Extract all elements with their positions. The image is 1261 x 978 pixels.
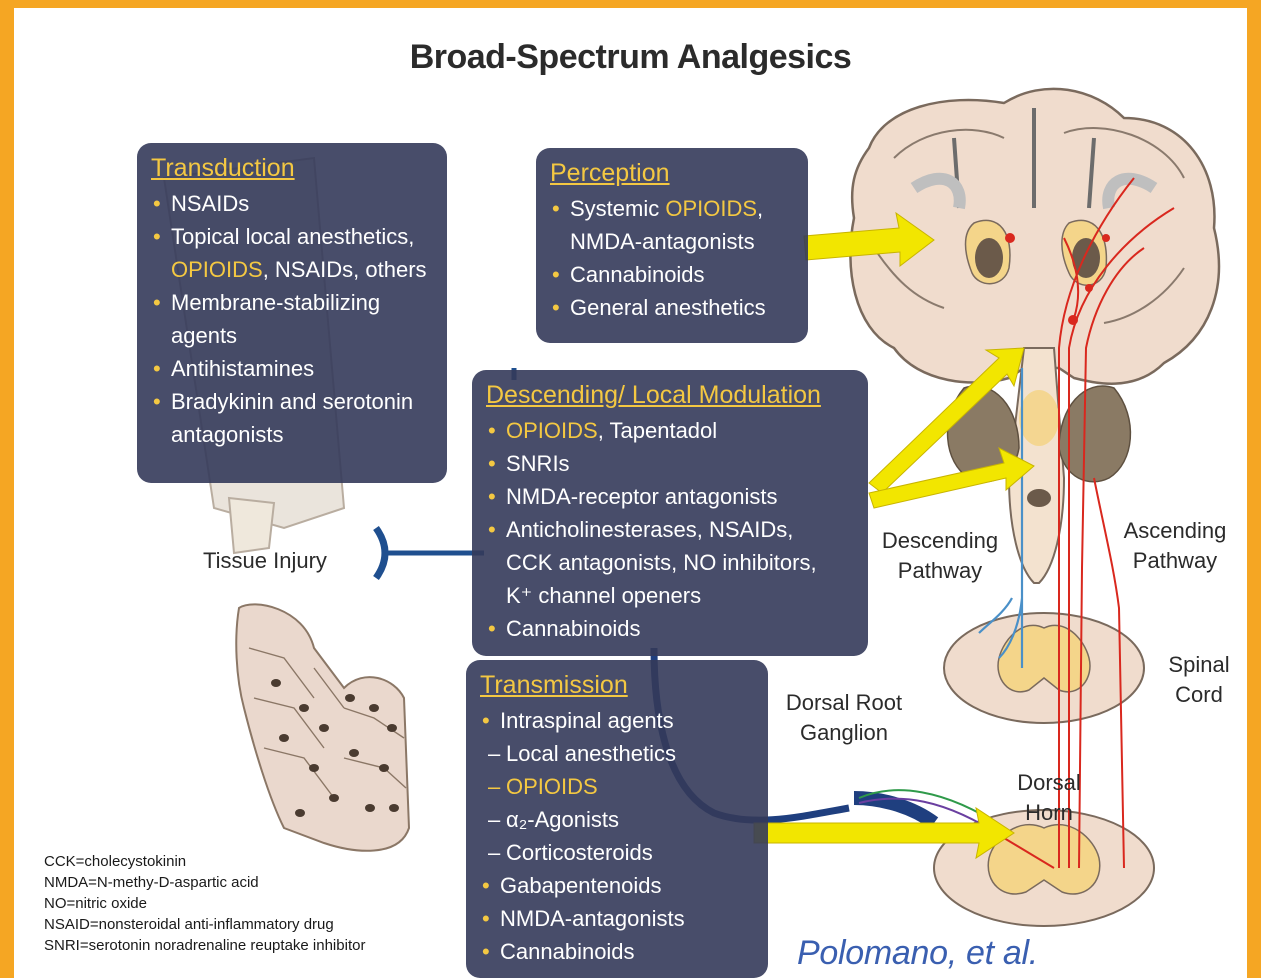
- item-text: ,: [757, 196, 763, 221]
- drg-label-line2: Ganglion: [779, 718, 909, 748]
- legend-item: NSAID=nonsteroidal anti-inflammatory dru…: [44, 914, 365, 935]
- transmission-list: Intraspinal agentsLocal anestheticsOPIOI…: [480, 704, 754, 968]
- item-text: Systemic: [570, 196, 665, 221]
- list-item: antagonists: [151, 418, 433, 451]
- list-item: agents: [151, 319, 433, 352]
- list-item: CCK antagonists, NO inhibitors,: [486, 546, 854, 579]
- list-item: SNRIs: [486, 447, 854, 480]
- list-item: Cannabinoids: [480, 935, 754, 968]
- list-item: K⁺ channel openers: [486, 579, 854, 612]
- ascending-label-line1: Ascending: [1110, 516, 1240, 546]
- perception-list: Systemic OPIOIDS,NMDA-antagonistsCannabi…: [550, 192, 794, 324]
- modulation-list: OPIOIDS, TapentadolSNRIsNMDA-receptor an…: [486, 414, 854, 645]
- list-item: General anesthetics: [550, 291, 794, 324]
- descending-label-line2: Pathway: [870, 556, 1010, 586]
- item-text: Local anesthetics: [506, 741, 676, 766]
- item-text: NMDA-antagonists: [570, 229, 755, 254]
- perception-heading: Perception: [550, 156, 794, 190]
- dorsal-root-ganglion-label: Dorsal Root Ganglion: [779, 688, 909, 748]
- item-text: SNRIs: [506, 451, 570, 476]
- horn-label-line1: Dorsal: [1004, 768, 1094, 798]
- horn-label-line2: Horn: [1004, 798, 1094, 828]
- list-item: OPIOIDS, NSAIDs, others: [151, 253, 433, 286]
- item-text: NMDA-antagonists: [500, 906, 685, 931]
- item-text: Antihistamines: [171, 356, 314, 381]
- list-item: Gabapentenoids: [480, 869, 754, 902]
- legend-item: CCK=cholecystokinin: [44, 851, 365, 872]
- abbreviation-legend: CCK=cholecystokinin NMDA=N-methy-D-aspar…: [44, 851, 365, 956]
- perception-box: Perception Systemic OPIOIDS,NMDA-antagon…: [536, 148, 808, 343]
- tissue-injury-label: Tissue Injury: [190, 546, 340, 576]
- dorsal-horn-label: Dorsal Horn: [1004, 768, 1094, 828]
- list-item: Local anesthetics: [480, 737, 754, 770]
- descending-pathway-label: Descending Pathway: [870, 526, 1010, 586]
- list-item: OPIOIDS, Tapentadol: [486, 414, 854, 447]
- legend-item: NMDA=N-methy-D-aspartic acid: [44, 872, 365, 893]
- item-text: NSAIDs: [171, 191, 249, 216]
- item-text: Cannabinoids: [500, 939, 635, 964]
- spinal-cord-label: Spinal Cord: [1159, 650, 1239, 710]
- highlight-term: OPIOIDS: [171, 257, 263, 282]
- legend-item: NO=nitric oxide: [44, 893, 365, 914]
- item-text: Cannabinoids: [506, 616, 641, 641]
- highlight-term: OPIOIDS: [665, 196, 757, 221]
- list-item: Corticosteroids: [480, 836, 754, 869]
- drg-label-line1: Dorsal Root: [779, 688, 909, 718]
- highlight-term: OPIOIDS: [506, 418, 598, 443]
- transduction-box: Transduction NSAIDsTopical local anesthe…: [137, 143, 447, 483]
- transduction-list: NSAIDsTopical local anesthetics, OPIOIDS,…: [151, 187, 433, 451]
- ascending-label-line2: Pathway: [1110, 546, 1240, 576]
- legend-item: SNRI=serotonin noradrenaline reuptake in…: [44, 935, 365, 956]
- diagram-frame: Broad-Spectrum Analgesics Transduction N…: [14, 8, 1247, 978]
- list-item: NMDA-antagonists: [550, 225, 794, 258]
- item-text: α₂-Agonists: [506, 807, 619, 832]
- list-item: α₂-Agonists: [480, 803, 754, 836]
- list-item: NMDA-antagonists: [480, 902, 754, 935]
- transduction-heading: Transduction: [151, 151, 433, 185]
- list-item: OPIOIDS: [480, 770, 754, 803]
- modulation-box: Descending/ Local Modulation OPIOIDS, Ta…: [472, 370, 868, 656]
- spinal-label-line2: Cord: [1159, 680, 1239, 710]
- item-text: NMDA-receptor antagonists: [506, 484, 777, 509]
- brain-section-illustration: [850, 89, 1219, 583]
- item-text: Membrane-stabilizing: [171, 290, 380, 315]
- highlight-term: OPIOIDS: [506, 774, 598, 799]
- item-text: K⁺ channel openers: [506, 583, 701, 608]
- citation: Polomano, et al.: [797, 934, 1038, 973]
- item-text: Corticosteroids: [506, 840, 653, 865]
- list-item: Antihistamines: [151, 352, 433, 385]
- list-item: Cannabinoids: [486, 612, 854, 645]
- list-item: Intraspinal agents: [480, 704, 754, 737]
- modulation-heading: Descending/ Local Modulation: [486, 378, 854, 412]
- item-text: agents: [171, 323, 237, 348]
- list-item: NSAIDs: [151, 187, 433, 220]
- item-text: Cannabinoids: [570, 262, 705, 287]
- list-item: NMDA-receptor antagonists: [486, 480, 854, 513]
- diagram-title: Broad-Spectrum Analgesics: [14, 38, 1247, 77]
- spinal-label-line1: Spinal: [1159, 650, 1239, 680]
- item-text: Bradykinin and serotonin: [171, 389, 413, 414]
- item-text: Topical local anesthetics,: [171, 224, 414, 249]
- list-item: Bradykinin and serotonin: [151, 385, 433, 418]
- item-text: General anesthetics: [570, 295, 766, 320]
- list-item: Cannabinoids: [550, 258, 794, 291]
- ascending-pathway-label: Ascending Pathway: [1110, 516, 1240, 576]
- list-item: Topical local anesthetics,: [151, 220, 433, 253]
- item-text: , NSAIDs, others: [263, 257, 427, 282]
- list-item: Membrane-stabilizing: [151, 286, 433, 319]
- descending-label-line1: Descending: [870, 526, 1010, 556]
- item-text: Anticholinesterases, NSAIDs,: [506, 517, 793, 542]
- item-text: CCK antagonists, NO inhibitors,: [506, 550, 817, 575]
- transmission-heading: Transmission: [480, 668, 754, 702]
- item-text: Gabapentenoids: [500, 873, 661, 898]
- item-text: , Tapentadol: [598, 418, 717, 443]
- list-item: Anticholinesterases, NSAIDs,: [486, 513, 854, 546]
- transmission-box: Transmission Intraspinal agentsLocal ane…: [466, 660, 768, 978]
- item-text: Intraspinal agents: [500, 708, 674, 733]
- item-text: antagonists: [171, 422, 284, 447]
- list-item: Systemic OPIOIDS,: [550, 192, 794, 225]
